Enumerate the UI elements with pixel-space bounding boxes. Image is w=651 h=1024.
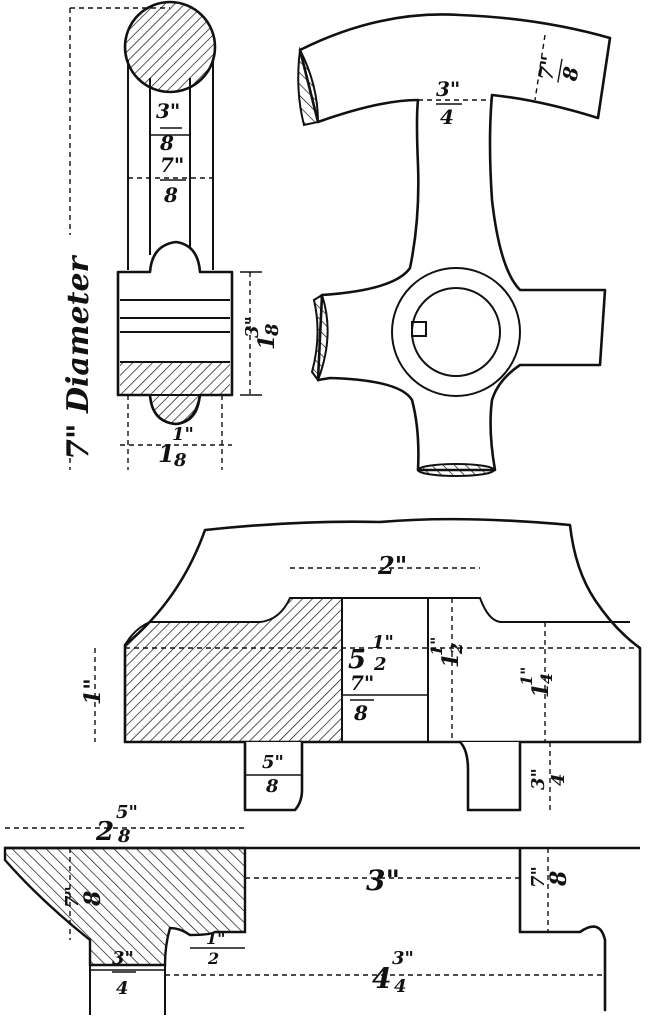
top-width: 2"	[377, 551, 407, 580]
hub-outer-circle	[391, 267, 521, 397]
hub-height-den: 8	[262, 323, 283, 337]
center-gap-num: 7"	[350, 671, 374, 695]
lug-height-den: 4	[548, 773, 569, 786]
base-edge-den: 4	[116, 978, 129, 999]
hub-height-whole: 1	[254, 335, 280, 350]
lug-width-den: 8	[265, 776, 279, 797]
hub-bottom-whole: 1	[158, 439, 175, 468]
right-height-num: 1"	[517, 667, 536, 686]
right-height-whole: 1	[528, 683, 554, 698]
hub-height-num: 3"	[242, 316, 263, 338]
groove-outer-num: 7"	[160, 153, 184, 177]
diameter-label: 7" Diameter	[61, 254, 96, 460]
lug-width-num: 5"	[262, 752, 284, 773]
base-left-whole: 2	[95, 817, 114, 847]
center-height-num: 1"	[427, 637, 446, 656]
keyway	[411, 321, 427, 337]
base-right-den: 8	[546, 871, 572, 887]
base-hatched-section	[3, 846, 247, 967]
base-span-num: 3"	[392, 948, 414, 969]
base-edge-num: 3"	[112, 948, 134, 969]
base-right-num: 7"	[528, 866, 549, 888]
notch-num: 1"	[206, 929, 225, 948]
groove-inner-num: 3"	[156, 99, 180, 123]
groove-inner-den: 8	[159, 131, 174, 155]
base-left-num: 5"	[116, 802, 138, 823]
center-height-whole: 1	[438, 653, 464, 668]
lug-height-num: 3"	[528, 768, 549, 790]
base-right-block	[518, 846, 607, 1012]
spider-body	[298, 13, 612, 472]
hub-section-view: 2" 5 1" 2 1" 7" 8 1 1" 2 1 1" 4 5" 8 3" …	[80, 517, 642, 812]
groove-outer-den: 8	[163, 183, 178, 207]
hub-bottom-num: 1"	[172, 424, 194, 445]
lug-right	[458, 740, 522, 812]
pulley-side-view: 3" 8 7" 8 1 3" 8 1 1" 8 7" Diameter	[61, 0, 283, 471]
right-height-den: 4	[537, 673, 556, 684]
hub-bottom-den: 8	[173, 450, 187, 471]
rim-thickness-den: 8	[557, 65, 583, 84]
notch-den: 2	[207, 949, 219, 968]
hub-hatched-section	[124, 597, 343, 743]
left-height: 1"	[80, 678, 106, 705]
spoke-width-num: 3"	[436, 77, 460, 101]
base-thickness-num: 7"	[62, 886, 83, 908]
rim-section	[123, 0, 217, 94]
overall-width-den: 2	[373, 654, 387, 675]
base-span-den: 4	[394, 976, 407, 997]
spider-view: 3" 4 7" 8	[297, 13, 612, 477]
center-height-den: 2	[447, 643, 466, 655]
base-section-view: 2 5" 8 7" 8 3" 7" 8 1" 2 3" 4 4 3" 4	[3, 802, 640, 1015]
rim-thickness-num: 7"	[533, 54, 561, 82]
center-gap-den: 8	[353, 701, 368, 725]
overall-width-num: 1"	[372, 632, 394, 653]
base-thickness-den: 8	[80, 891, 106, 907]
base-gap: 3"	[366, 864, 400, 897]
base-left-den: 8	[117, 826, 131, 847]
base-span-whole: 4	[372, 962, 391, 995]
lug-left	[243, 740, 304, 812]
spoke-width-den: 4	[440, 105, 454, 129]
overall-width-whole: 5	[348, 645, 366, 675]
